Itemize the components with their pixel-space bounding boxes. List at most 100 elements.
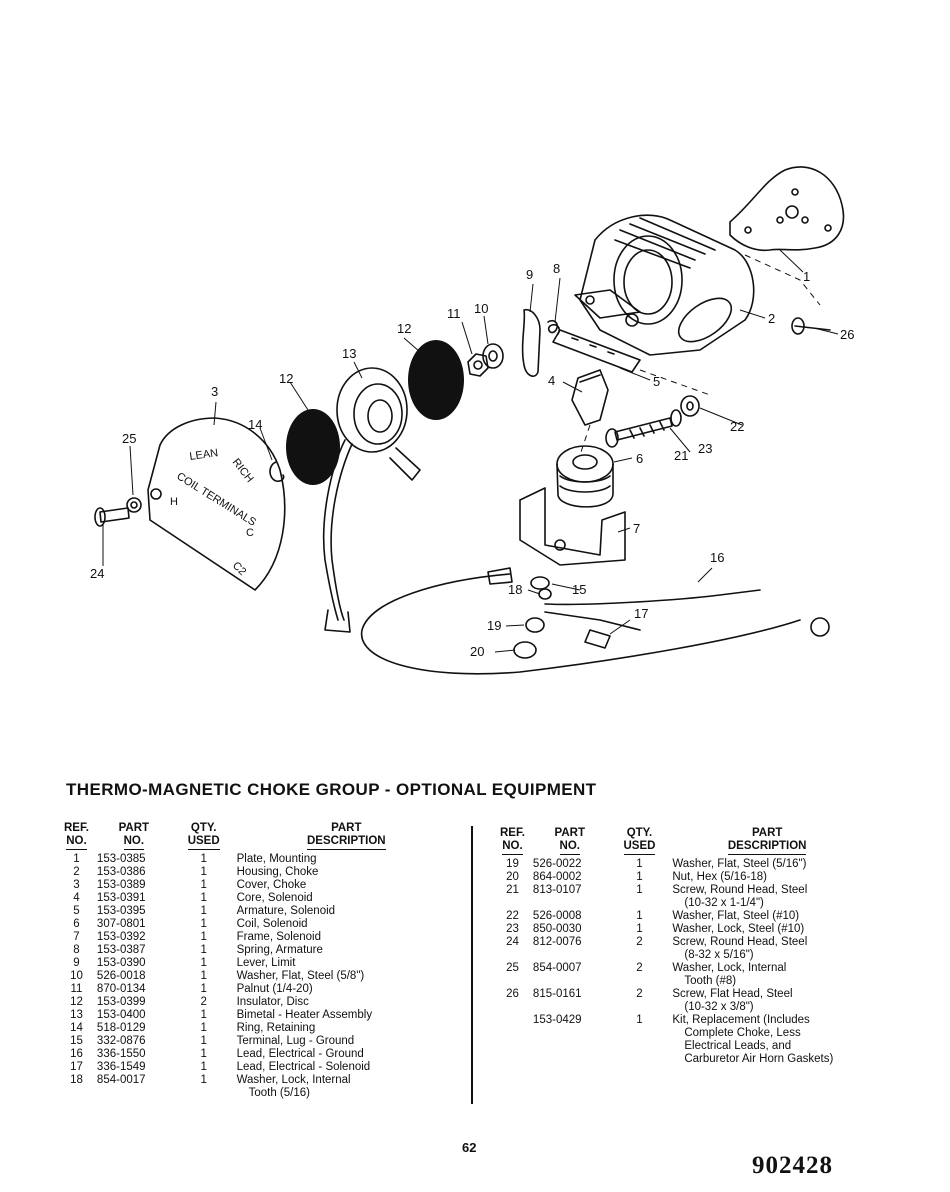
description-line: Frame, Solenoid	[236, 931, 321, 943]
description-cell: Washer, Flat, Steel (5/8")	[233, 970, 460, 983]
qty-cell: 1	[636, 910, 643, 922]
cover-screw-drawing	[94, 497, 142, 527]
description-cell: Coil, Solenoid	[233, 918, 460, 931]
description-line: Plate, Mounting	[236, 853, 317, 865]
part-no-cell: 526-0022	[532, 858, 582, 870]
part-no-cell: 850-0030	[532, 923, 582, 935]
description-cell: Core, Solenoid	[233, 892, 460, 905]
ref-cell	[496, 1014, 529, 1066]
ref-cell: 10	[70, 970, 83, 982]
ref-cell: 16	[70, 1048, 83, 1060]
description-line: Screw, Flat Head, Steel	[672, 988, 793, 1000]
ref-cell: 2	[73, 866, 80, 878]
qty-cell: 2	[636, 988, 643, 1000]
description-cell: Washer, Flat, Steel (#10)	[668, 910, 866, 923]
callout-10: 10	[474, 301, 488, 316]
qty-cell: 1	[200, 905, 207, 917]
page-title: THERMO-MAGNETIC CHOKE GROUP - OPTIONAL E…	[66, 780, 597, 799]
qty-cell: 1	[200, 918, 207, 930]
description-line: Washer, Flat, Steel (5/8")	[236, 970, 365, 982]
description-line: Terminal, Lug - Ground	[236, 1035, 355, 1047]
qty-cell: 1	[636, 1014, 643, 1026]
callout-8: 8	[553, 261, 560, 276]
part-no-cell: 526-0018	[96, 970, 146, 982]
terminal-washers-drawing	[513, 576, 761, 659]
qty-cell: 1	[636, 858, 643, 870]
assembly-guide-lines	[579, 254, 821, 456]
qty-cell: 1	[200, 944, 207, 956]
bimetal-assembly-drawing	[322, 367, 421, 633]
qty-cell: 2	[636, 962, 643, 974]
part-no-cell: 854-0007	[532, 962, 582, 974]
ref-cell: 25	[506, 962, 519, 974]
qty-cell: 2	[200, 996, 207, 1008]
document-number: 902428	[752, 1152, 833, 1179]
callout-1: 1	[803, 269, 810, 284]
cover-label-rich: RICH	[230, 456, 256, 485]
description-line: Armature, Solenoid	[236, 905, 336, 917]
callout-17: 17	[634, 606, 648, 621]
description-line: Washer, Flat, Steel (5/16")	[672, 858, 807, 870]
callout-3: 3	[211, 384, 218, 399]
description-continuation: (10-32 x 3/8")	[684, 1001, 754, 1013]
page-number: 62	[462, 1140, 477, 1155]
part-no-cell: 153-0385	[96, 853, 146, 865]
qty-cell: 1	[200, 1061, 207, 1073]
diagram-svg: 1 2 3 4 5 6 7 8 9 10 11 12 12 13 14 15 1…	[90, 166, 854, 675]
callout-16: 16	[710, 550, 724, 565]
description-cell: Frame, Solenoid	[233, 931, 460, 944]
ref-cell: 14	[70, 1022, 83, 1034]
qty-cell: 1	[200, 983, 207, 995]
qty-cell: 1	[200, 879, 207, 891]
ref-cell: 7	[73, 931, 80, 943]
description-line: Insulator, Disc	[236, 996, 309, 1008]
ref-cell: 13	[70, 1009, 83, 1021]
part-no-cell: 336-1549	[96, 1061, 146, 1073]
part-no-cell: 812-0076	[532, 936, 582, 948]
callout-23: 23	[698, 441, 712, 456]
description-cell: Plate, Mounting	[233, 853, 460, 866]
callout-25: 25	[122, 431, 136, 446]
part-no-cell: 336-1550	[96, 1048, 146, 1060]
description-line: Lever, Limit	[236, 957, 296, 969]
description-line: Washer, Lock, Internal	[672, 962, 787, 974]
part-no-cell: 518-0129	[96, 1022, 146, 1034]
qty-cell: 1	[636, 884, 643, 896]
description-continuation: Electrical Leads, and	[684, 1040, 792, 1052]
description-cell: Nut, Hex (5/16-18)	[668, 871, 866, 884]
description-line: Screw, Round Head, Steel	[672, 884, 808, 896]
qty-cell: 1	[636, 923, 643, 935]
ref-cell: 15	[70, 1035, 83, 1047]
callout-11: 11	[447, 306, 461, 321]
description-line: Coil, Solenoid	[236, 918, 308, 930]
header-qty: QTY.USED	[611, 827, 669, 858]
header-qty: QTY.USED	[175, 822, 233, 853]
callout-15: 15	[572, 582, 586, 597]
qty-cell: 1	[200, 1022, 207, 1034]
description-continuation: Tooth (5/16)	[248, 1087, 310, 1099]
description-cell: Lever, Limit	[233, 957, 460, 970]
description-cell: Lead, Electrical - Solenoid	[233, 1061, 460, 1074]
qty-cell: 1	[200, 1074, 207, 1086]
description-cell: Lead, Electrical - Ground	[233, 1048, 460, 1061]
callout-13: 13	[342, 346, 356, 361]
ref-cell: 3	[73, 879, 80, 891]
ref-cell: 5	[73, 905, 80, 917]
insulator-disc-left-drawing	[286, 409, 340, 485]
ref-cell: 23	[506, 923, 519, 935]
callout-20: 20	[470, 644, 484, 659]
description-cell: Armature, Solenoid	[233, 905, 460, 918]
